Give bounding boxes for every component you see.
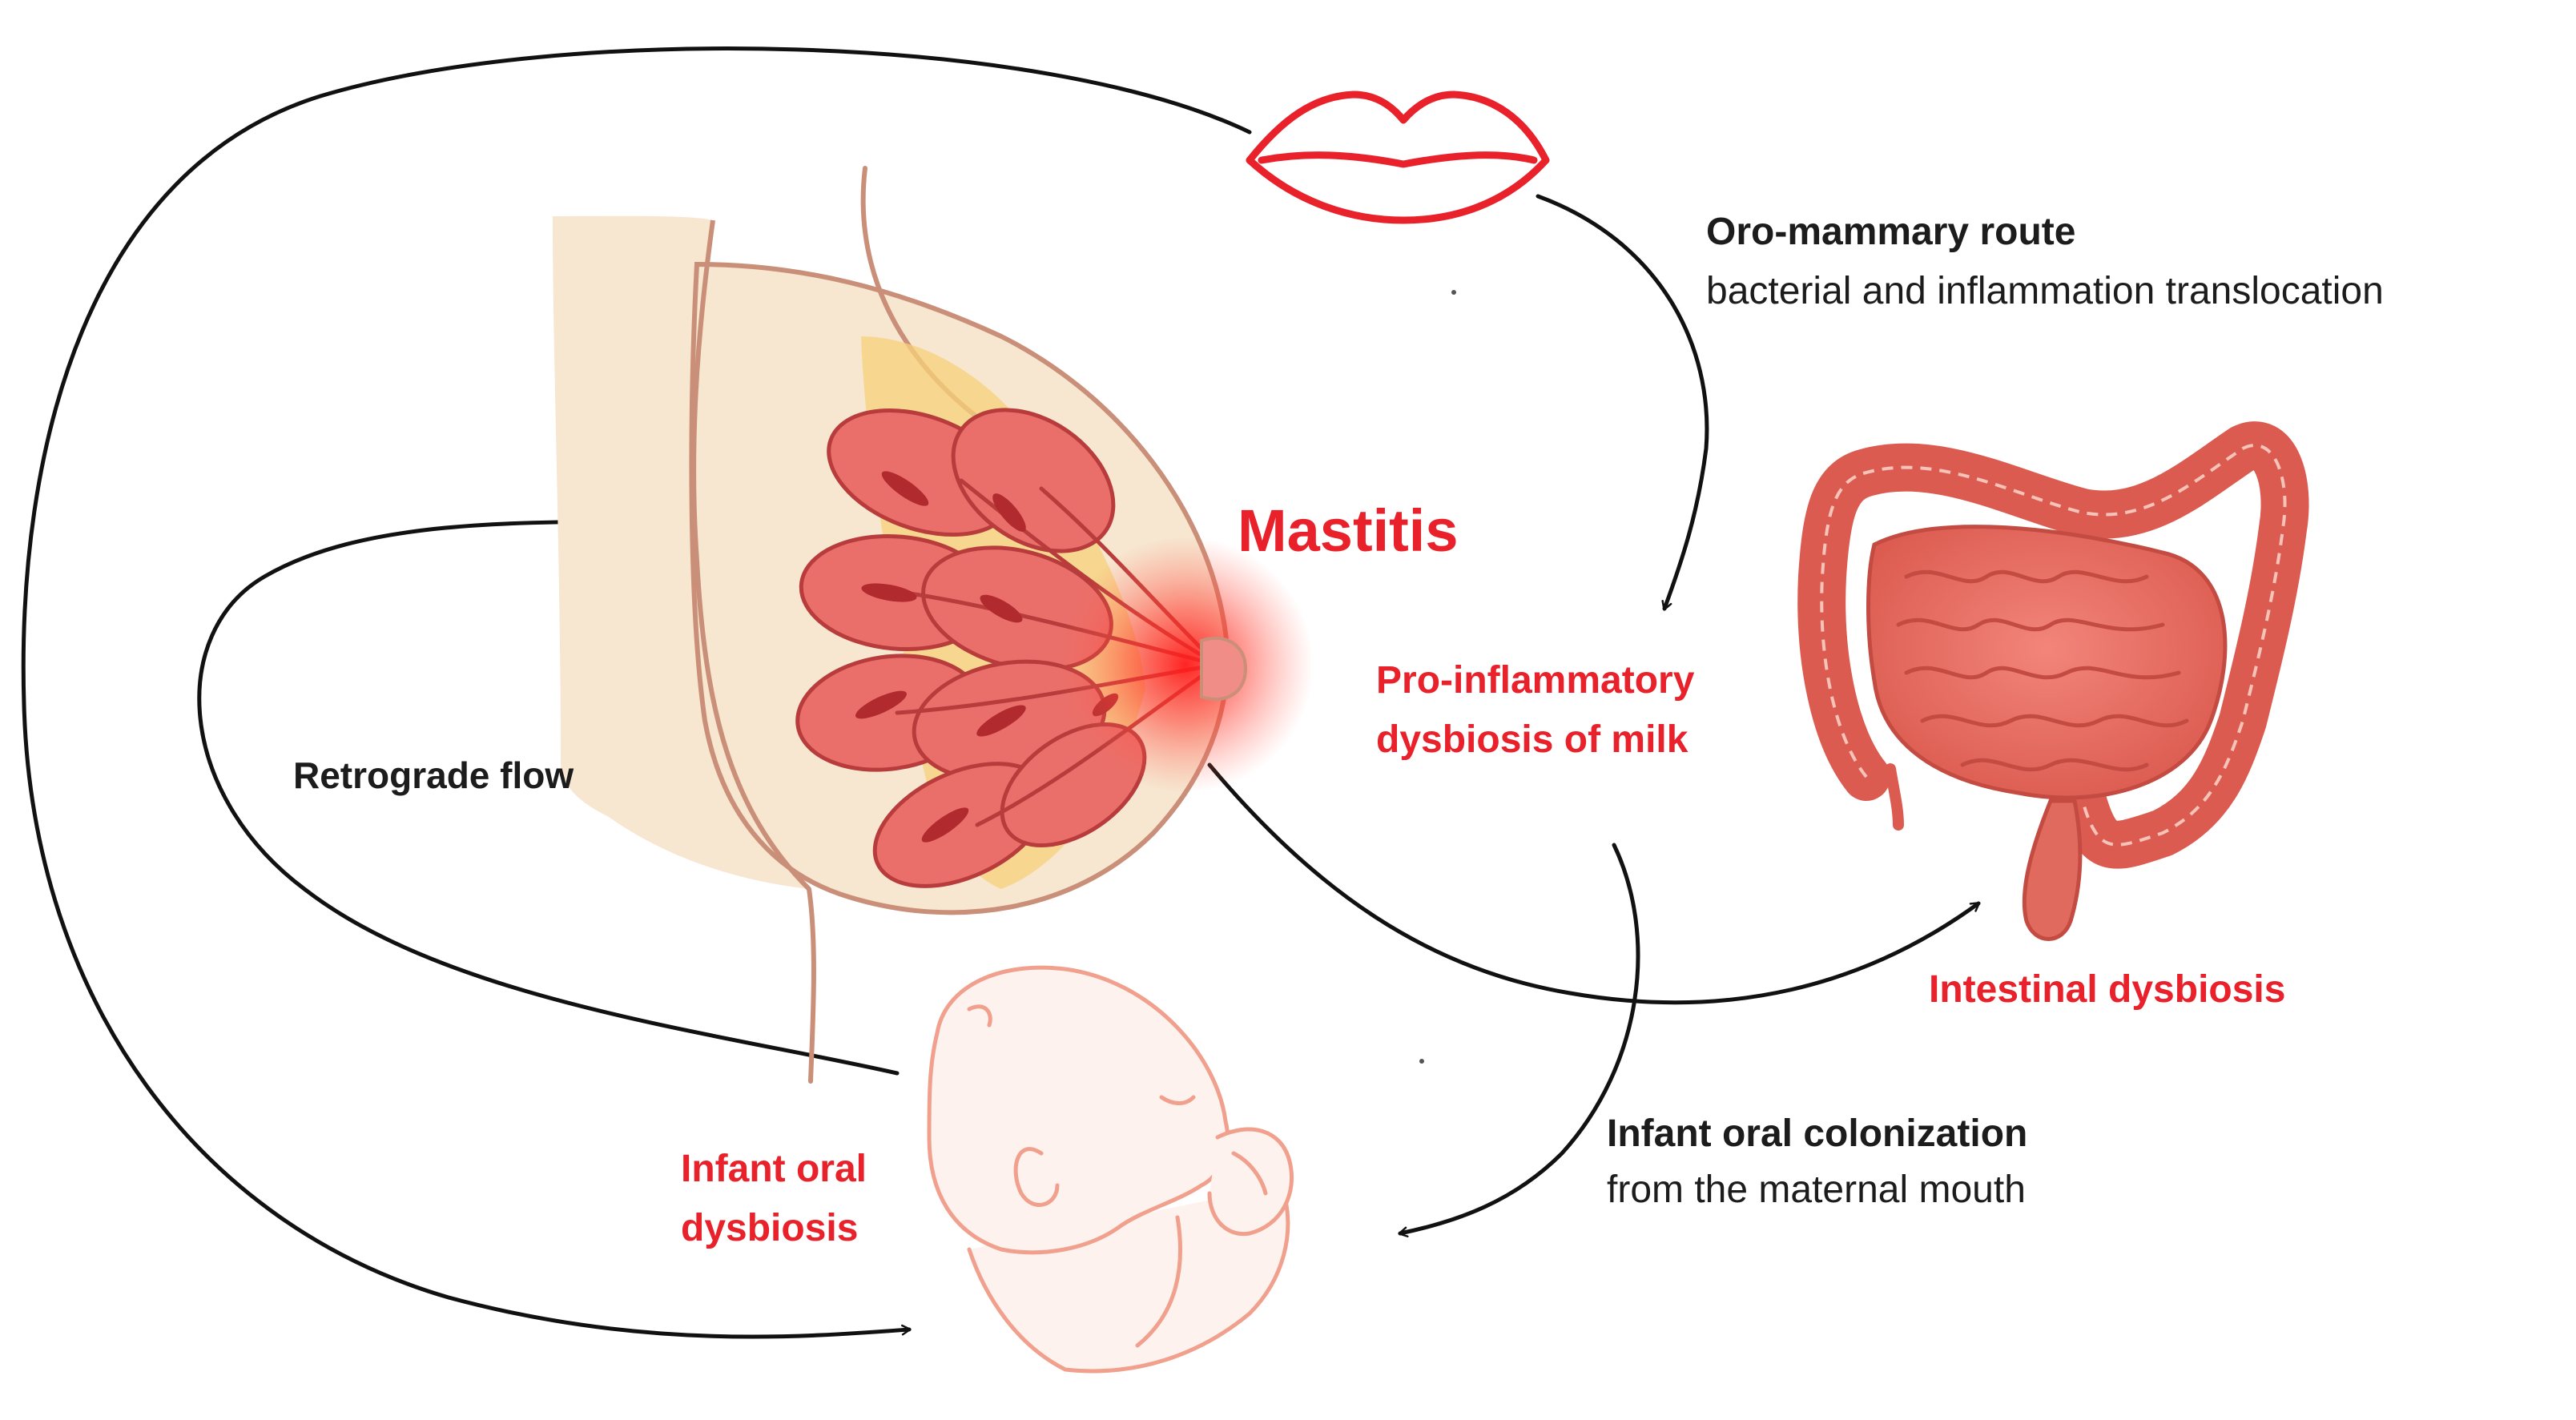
arrow-lips-to-infant (21, 46, 1252, 1339)
milk-dysbiosis-line2: dysbiosis of milk (1376, 718, 1688, 761)
intestine-icon (1797, 421, 2309, 941)
arrow-breast-to-intestine (1207, 762, 1981, 1005)
arrow-retrograde-flow (197, 517, 900, 1076)
infant-oral-dysbiosis-line1: Infant oral (681, 1148, 867, 1190)
infant-oral-colonization-description: from the maternal mouth (1607, 1169, 2026, 1211)
intestinal-dysbiosis-label: Intestinal dysbiosis (1929, 968, 2286, 1011)
stray-dot (1419, 1059, 1424, 1064)
arrows (21, 46, 1981, 1339)
lips-icon (1246, 91, 1550, 224)
arrow-milk-to-infant (1398, 843, 1640, 1237)
infant-oral-dysbiosis-line2: dysbiosis (681, 1207, 859, 1249)
stray-dot (1451, 290, 1456, 295)
retrograde-flow-label: Retrograde flow (293, 754, 574, 796)
breast-icon (553, 166, 1314, 1084)
arrow-oro-mammary-route (1536, 194, 1709, 611)
infant-icon (927, 965, 1294, 1374)
oro-route-description: bacterial and inflammation translocation (1706, 270, 2384, 312)
milk-dysbiosis-line1: Pro-inflammatory (1376, 659, 1695, 702)
infant-oral-colonization-title: Infant oral colonization (1607, 1112, 2028, 1155)
oro-route-title: Oro-mammary route (1706, 211, 2076, 253)
mastitis-label: Mastitis (1238, 497, 1459, 564)
